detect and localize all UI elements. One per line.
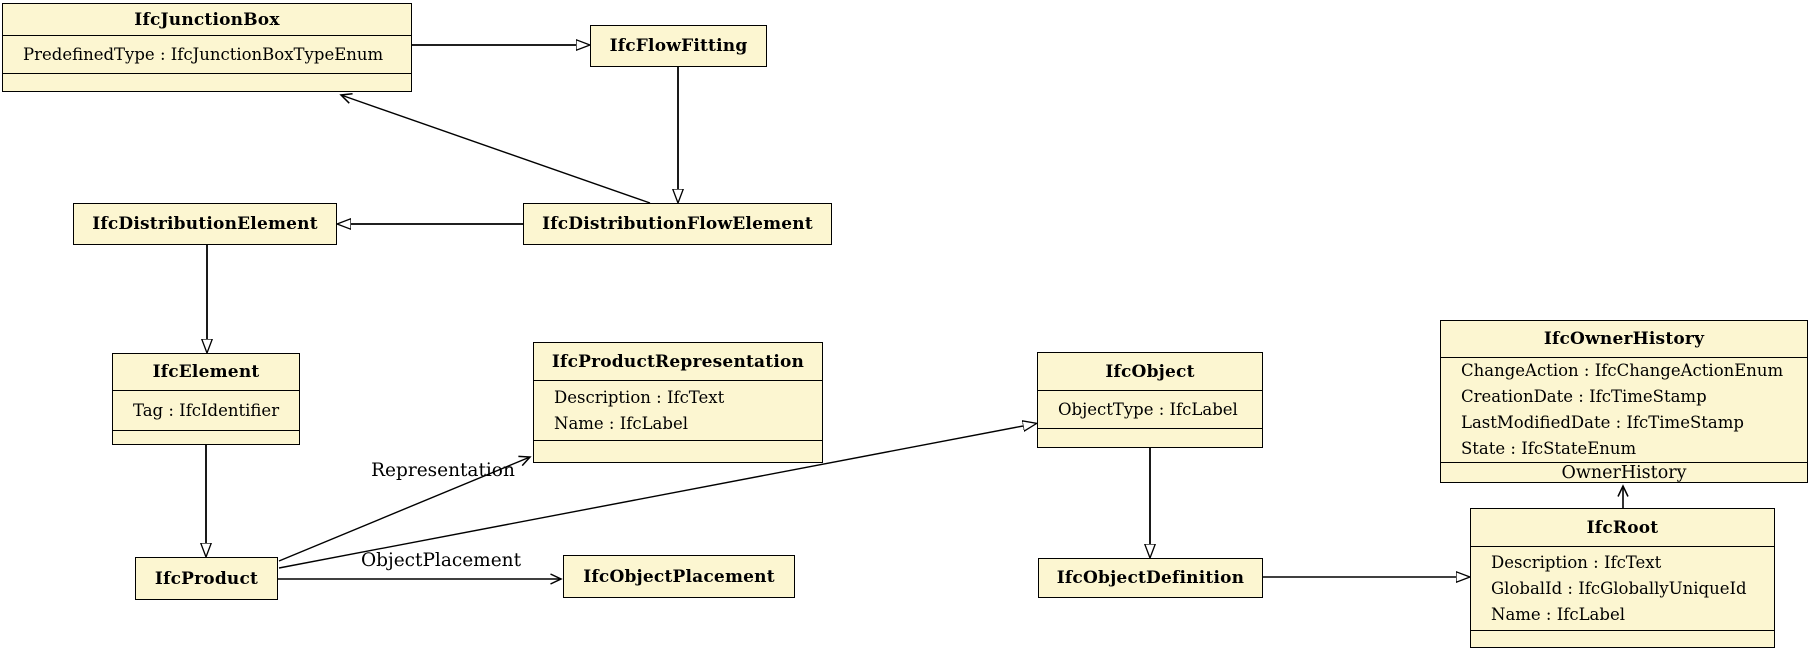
class-ifcroot[interactable]: IfcRoot Description : IfcText GlobalId :… <box>1470 508 1775 648</box>
class-title: IfcProductRepresentation <box>551 351 805 372</box>
class-title: IfcObjectPlacement <box>583 566 775 587</box>
class-title: IfcProduct <box>154 568 259 589</box>
class-title: IfcObject <box>1105 361 1195 382</box>
attribute: GlobalId : IfcGloballyUniqueId <box>1491 578 1747 598</box>
class-title: IfcDistributionElement <box>92 214 318 234</box>
attribute: Description : IfcText <box>554 387 725 407</box>
class-attributes: Description : IfcText Name : IfcLabel <box>534 380 822 440</box>
class-footer <box>1038 428 1262 447</box>
class-title: IfcElement <box>152 362 260 382</box>
class-ifcjunctionbox[interactable]: IfcJunctionBox PredefinedType : IfcJunct… <box>2 3 412 92</box>
attribute: ChangeAction : IfcChangeActionEnum <box>1461 361 1784 380</box>
edge-representation <box>278 455 532 562</box>
edge-ifcproduct-to-ifcobject <box>278 426 1023 569</box>
class-ifcdistributionelement[interactable]: IfcDistributionElement <box>73 203 337 245</box>
class-ifcproductrepresentation[interactable]: IfcProductRepresentation Description : I… <box>533 342 823 463</box>
attribute: State : IfcStateEnum <box>1461 439 1637 458</box>
attribute: ObjectType : IfcLabel <box>1058 399 1238 419</box>
attribute: PredefinedType : IfcJunctionBoxTypeEnum <box>23 44 384 64</box>
class-footer <box>113 430 299 444</box>
class-footer <box>3 73 411 91</box>
attribute: CreationDate : IfcTimeStamp <box>1461 387 1707 406</box>
edge-label-objectplacement: ObjectPlacement <box>360 550 522 571</box>
class-footer <box>1471 630 1774 647</box>
edge-ifcdistributionflowelement-to-ifcjunctionbox <box>339 92 651 204</box>
class-title: IfcRoot <box>1586 517 1659 538</box>
class-footer <box>534 440 822 462</box>
class-attributes: ObjectType : IfcLabel <box>1038 390 1262 428</box>
class-title: IfcDistributionFlowElement <box>542 214 813 234</box>
class-title: IfcJunctionBox <box>134 9 280 30</box>
attribute: Description : IfcText <box>1491 552 1662 572</box>
attribute: Name : IfcLabel <box>1491 604 1625 624</box>
class-attributes: PredefinedType : IfcJunctionBoxTypeEnum <box>3 35 411 73</box>
class-footer-ownerhistory-label: OwnerHistory <box>1441 462 1807 483</box>
class-title: IfcFlowFitting <box>609 36 748 56</box>
class-title: IfcObjectDefinition <box>1056 568 1245 588</box>
attribute: Tag : IfcIdentifier <box>133 400 280 420</box>
class-ifcobject[interactable]: IfcObject ObjectType : IfcLabel <box>1037 352 1263 448</box>
class-title: IfcOwnerHistory <box>1543 329 1705 349</box>
class-ifcobjectdefinition[interactable]: IfcObjectDefinition <box>1038 558 1263 598</box>
edge-label-representation: Representation <box>371 460 515 481</box>
class-ifcdistributionflowelement[interactable]: IfcDistributionFlowElement <box>523 203 832 245</box>
class-attributes: ChangeAction : IfcChangeActionEnum Creat… <box>1441 357 1807 462</box>
class-ifcelement[interactable]: IfcElement Tag : IfcIdentifier <box>112 353 300 445</box>
attribute: Name : IfcLabel <box>554 413 688 433</box>
class-ifcproduct[interactable]: IfcProduct <box>135 557 278 600</box>
class-ifcownerhistory[interactable]: IfcOwnerHistory ChangeAction : IfcChange… <box>1440 320 1808 483</box>
class-attributes: Tag : IfcIdentifier <box>113 390 299 430</box>
class-ifcobjectplacement[interactable]: IfcObjectPlacement <box>563 555 795 598</box>
class-ifcflowfitting[interactable]: IfcFlowFitting <box>590 25 767 67</box>
class-attributes: Description : IfcText GlobalId : IfcGlob… <box>1471 546 1774 630</box>
attribute: LastModifiedDate : IfcTimeStamp <box>1461 413 1744 432</box>
